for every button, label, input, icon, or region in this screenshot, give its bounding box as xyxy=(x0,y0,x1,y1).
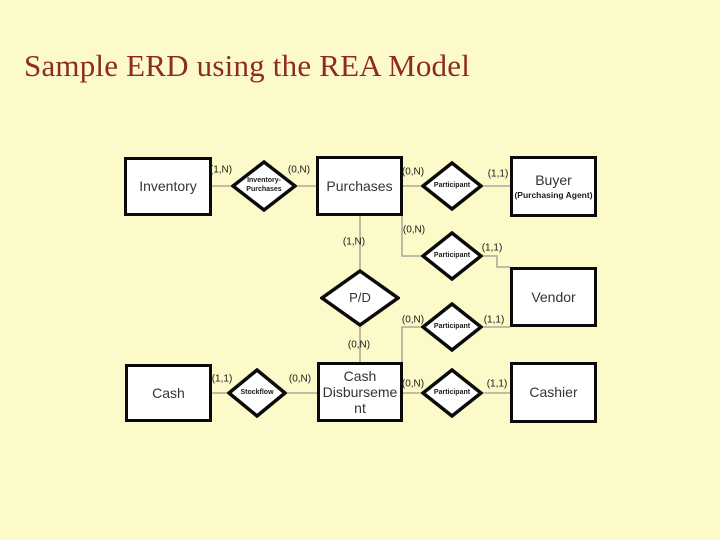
relationship-inventory-purchases: Inventory- Purchases xyxy=(231,160,297,212)
relationship-participant-vendor-upper-label: Participant xyxy=(433,251,471,259)
cardinality-cash-stockflow: (1,1) xyxy=(211,373,233,385)
relationship-stockflow-label: Stockflow xyxy=(240,388,274,396)
entity-cash: Cash xyxy=(125,364,212,422)
relationship-inventory-purchases-label: Inventory- Purchases xyxy=(231,160,297,212)
cardinality-pd-cashdisb: (0,N) xyxy=(347,339,371,351)
entity-cashier-label: Cashier xyxy=(529,384,578,401)
cardinality-inventory-side: (1,N) xyxy=(209,164,233,176)
connector-participant3-cashdisb xyxy=(401,326,421,362)
cardinality-stockflow-cashdisb: (0,N) xyxy=(288,373,312,385)
relationship-pd: P/D xyxy=(320,269,400,327)
relationship-participant-vendor-upper: Participant xyxy=(421,231,483,281)
connector-participant2-vendor xyxy=(483,255,510,268)
entity-inventory: Inventory xyxy=(124,157,212,216)
entity-buyer-sublabel: (Purchasing Agent) xyxy=(514,190,593,201)
cardinality-participant3-vendor: (1,1) xyxy=(483,314,505,326)
relationship-participant-vendor-lower: Participant xyxy=(421,302,483,352)
relationship-participant-buyer-label: Participant xyxy=(433,181,471,189)
cardinality-cashdisb-participant3: (0,N) xyxy=(401,314,425,326)
entity-vendor: Vendor xyxy=(510,267,597,327)
cardinality-participant4-cashier: (1,1) xyxy=(486,378,508,390)
entity-vendor-label: Vendor xyxy=(531,288,576,305)
entity-buyer: Buyer (Purchasing Agent) xyxy=(510,156,597,217)
cardinality-participant1-buyer: (1,1) xyxy=(487,168,509,180)
entity-cash-disbursement-line3: nt xyxy=(354,400,366,417)
relationship-pd-label: P/D xyxy=(349,289,371,305)
cardinality-purchases-participant2: (0,N) xyxy=(402,224,426,236)
entity-purchases: Purchases xyxy=(316,156,403,216)
diamond-shape xyxy=(231,160,297,212)
cardinality-participant2-vendor: (1,1) xyxy=(481,242,503,254)
cardinality-cashdisb-participant4: (0,N) xyxy=(401,378,425,390)
entity-purchases-label: Purchases xyxy=(326,177,393,194)
relationship-participant-vendor-lower-label: Participant xyxy=(433,322,471,330)
connector-purchases-participant2 xyxy=(401,216,421,257)
entity-buyer-label: Buyer xyxy=(535,172,572,189)
relationship-participant-buyer: Participant xyxy=(421,161,483,211)
diamond-shape xyxy=(421,302,483,352)
slide-title: Sample ERD using the REA Model xyxy=(24,48,471,83)
cardinality-invpurch-purchases: (0,N) xyxy=(287,164,311,176)
diamond-shape xyxy=(421,368,483,418)
entity-cash-disbursement: Cash Disburseme nt xyxy=(317,362,403,422)
entity-inventory-label: Inventory xyxy=(139,178,197,195)
diamond-shape xyxy=(421,161,483,211)
diamond-shape xyxy=(227,368,287,418)
relationship-participant-cashier: Participant xyxy=(421,368,483,418)
diamond-shape xyxy=(320,269,400,327)
relationship-label-line1: Inventory- xyxy=(247,177,281,185)
entity-cash-disbursement-line1: Cash xyxy=(343,367,377,384)
entity-cashier: Cashier xyxy=(510,362,597,423)
entity-cash-disbursement-line2: Disburseme xyxy=(322,383,398,400)
relationship-stockflow: Stockflow xyxy=(227,368,287,418)
diamond-shape xyxy=(421,231,483,281)
cardinality-purchases-pd: (1,N) xyxy=(342,236,366,248)
relationship-participant-cashier-label: Participant xyxy=(433,388,471,396)
entity-cash-label: Cash xyxy=(152,384,185,401)
cardinality-purchases-participant1: (0,N) xyxy=(401,166,425,178)
relationship-label-line2: Purchases xyxy=(246,186,282,193)
